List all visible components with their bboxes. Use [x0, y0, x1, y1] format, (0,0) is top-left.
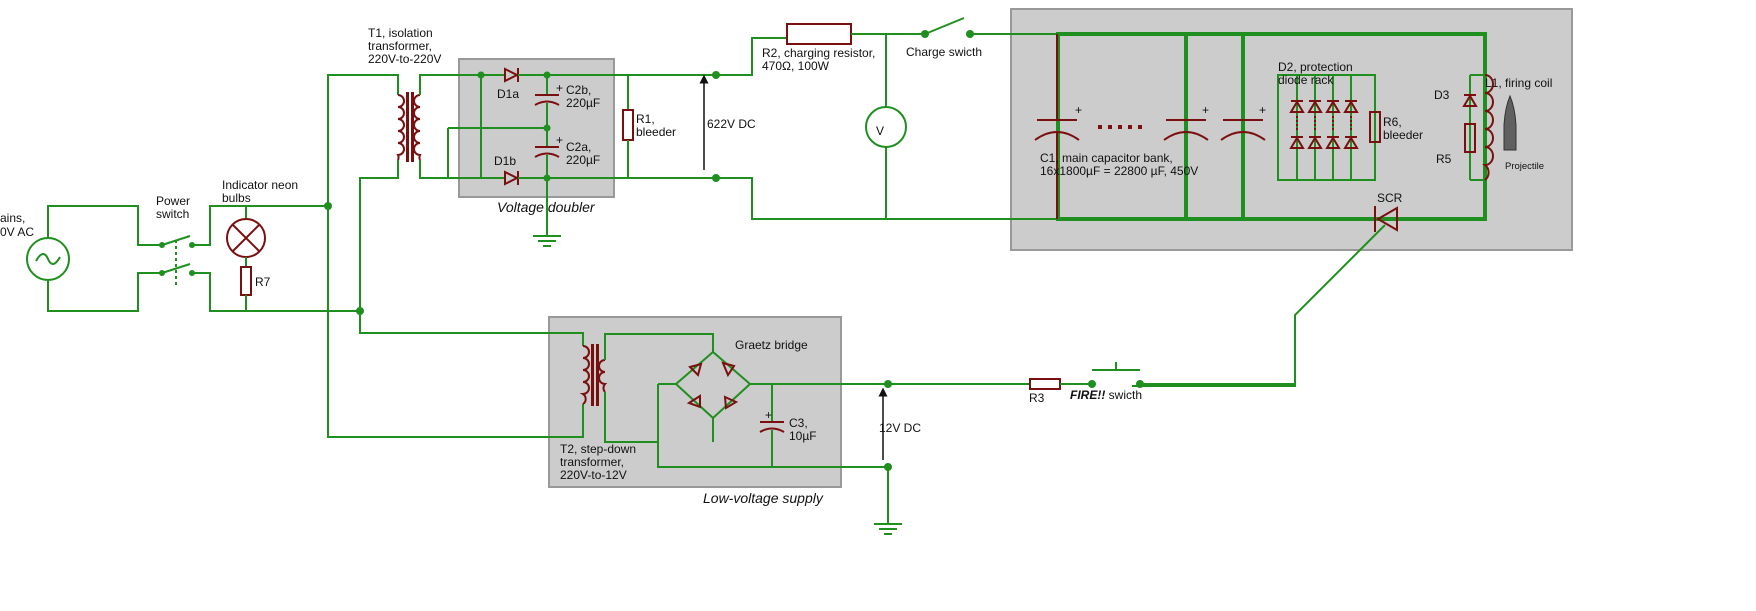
neon-bulb [226, 218, 266, 258]
c2a-label: C2a,220µF [566, 140, 600, 167]
diode-rack-d2 [1277, 74, 1376, 181]
charge-switch[interactable] [924, 17, 965, 35]
capacitor-c1-last [1163, 119, 1209, 141]
c1-plus: + [1075, 103, 1082, 117]
c1-extra-plus: + [1259, 103, 1266, 117]
d1b-label: D1b [494, 154, 516, 168]
d3-label: D3 [1434, 88, 1450, 102]
graetz-label: Graetz bridge [735, 338, 808, 352]
mains-source [26, 237, 70, 281]
voltage-doubler-label: Voltage doubler [497, 199, 596, 215]
diode-d3 [1462, 94, 1478, 107]
capacitor-c3 [759, 384, 785, 467]
fire-switch-label: FIRE!! swicth [1070, 388, 1142, 402]
capacitor-bank-box [1010, 8, 1573, 251]
ground-symbol [533, 235, 561, 247]
scr-label: SCR [1377, 191, 1403, 205]
projectile-label: Projectile [1505, 161, 1544, 172]
r7-label: R7 [255, 275, 271, 289]
r6-label: R6,bleeder [1383, 115, 1423, 142]
mains-label: ains,0V AC [0, 211, 34, 239]
projectile-shape [1503, 94, 1517, 151]
c3-label: C3,10µF [789, 416, 817, 443]
resistor-r1 [622, 109, 634, 141]
v622-label: 622V DC [707, 117, 756, 131]
l1-label: L1, firing coil [1485, 76, 1552, 90]
capacitor-c2b [534, 75, 560, 128]
resistor-r5 [1464, 123, 1476, 153]
d1a-label: D1a [497, 87, 519, 101]
ground-symbol-lv [874, 523, 902, 535]
capacitor-c2a [534, 128, 560, 178]
resistor-r6 [1369, 111, 1381, 143]
r3-label: R3 [1029, 391, 1045, 405]
transformer-t2 [579, 344, 608, 406]
scr-thyristor [1374, 206, 1398, 232]
low-voltage-label: Low-voltage supply [703, 490, 824, 506]
c1-label: C1, main capacitor bank,16x1800µF = 2280… [1040, 151, 1198, 178]
fire-switch[interactable] [1088, 362, 1144, 388]
transformer-t1 [396, 92, 422, 162]
charge-switch-label: Charge swicth [906, 45, 982, 59]
voltmeter [865, 106, 907, 148]
resistor-r7 [240, 266, 252, 296]
c1-last-plus: + [1202, 103, 1209, 117]
r1-label: R1,bleeder [636, 112, 676, 139]
voltmeter-label: V [876, 124, 884, 138]
firing-coil-l1 [1482, 74, 1494, 181]
capacitor-c1-first [1034, 34, 1080, 219]
resistor-r3 [1029, 378, 1061, 390]
r5-label: R5 [1436, 152, 1452, 166]
resistor-r2 [786, 23, 852, 45]
power-switch[interactable] [159, 235, 195, 285]
c2b-label: C2b,220µF [566, 83, 600, 110]
c2a-plus: + [556, 133, 563, 147]
capacitor-ellipsis [1098, 125, 1142, 129]
r2-label: R2, charging resistor,470Ω, 100W [762, 46, 875, 73]
capacitor-c1-extra [1220, 119, 1266, 141]
c2b-plus: + [556, 81, 563, 95]
v12-label: 12V DC [879, 421, 921, 435]
c3-plus: + [765, 408, 772, 422]
